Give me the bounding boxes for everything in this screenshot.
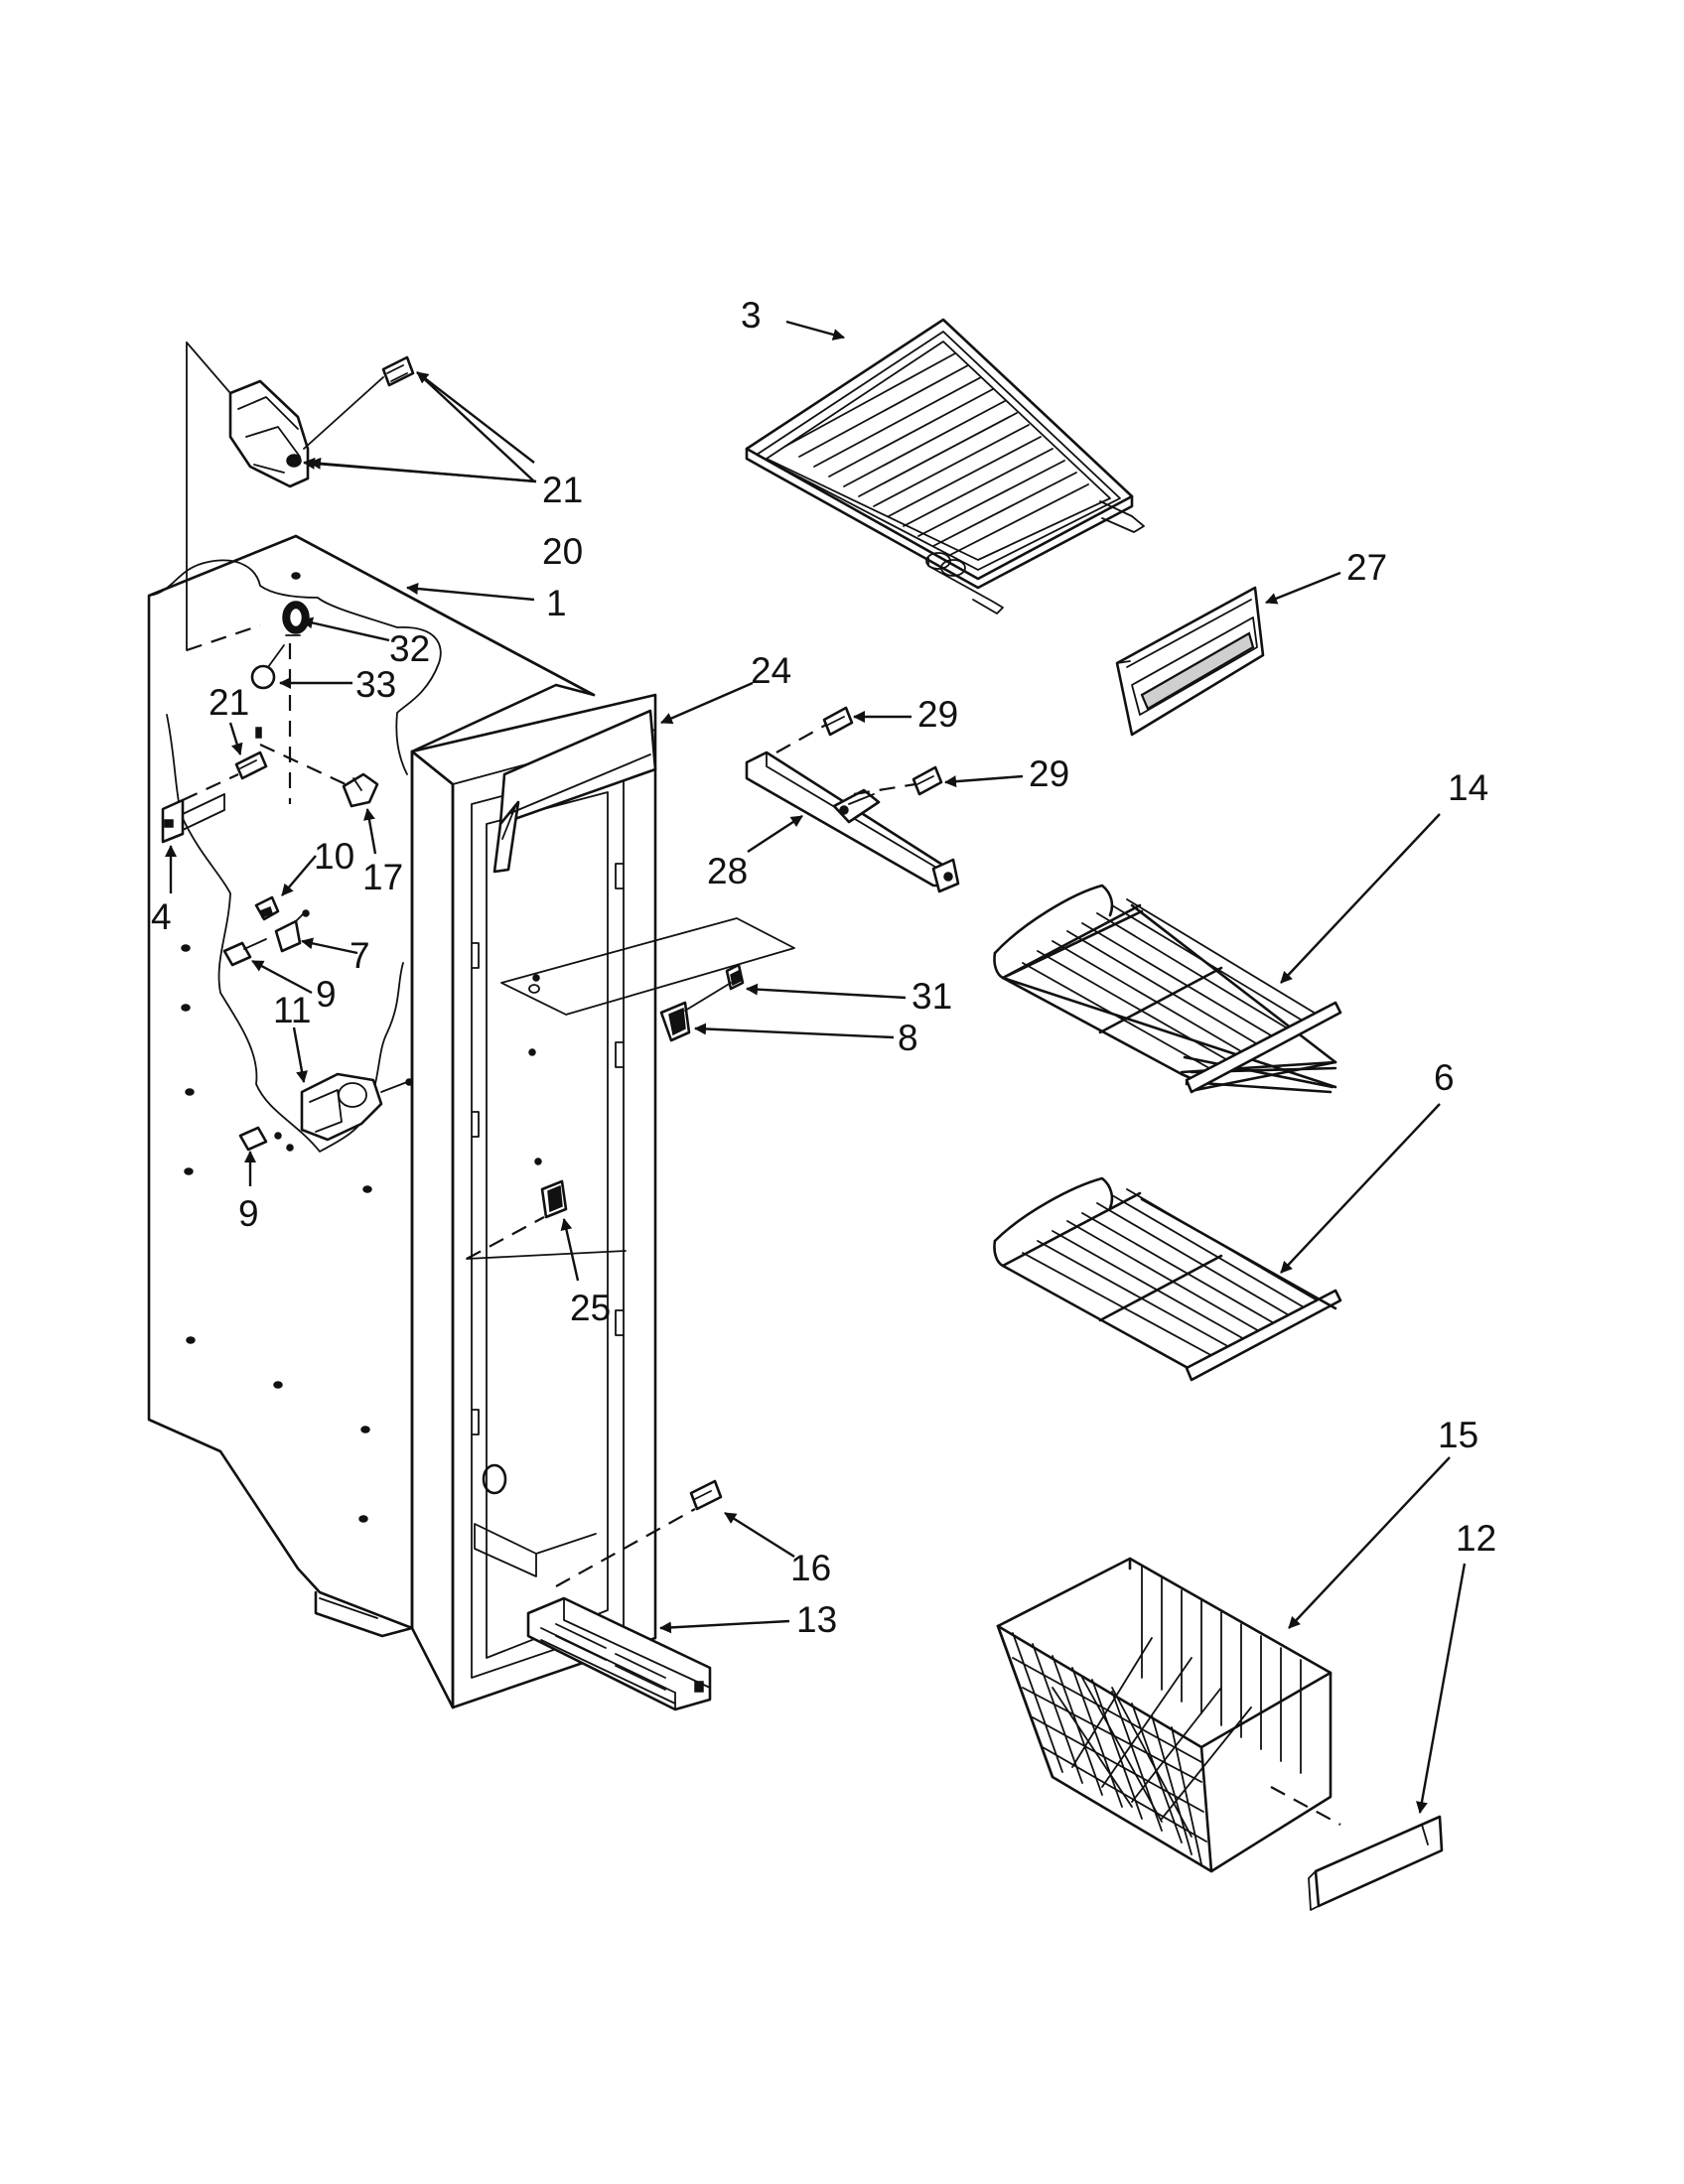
switch-25 <box>466 1179 627 1260</box>
callout-17: 17 <box>362 857 403 897</box>
basket-15-wires <box>1012 1566 1302 1872</box>
leader-arrows <box>165 320 1467 1814</box>
callout-32: 32 <box>389 628 430 669</box>
callout-10: 10 <box>314 836 354 877</box>
callout-14: 14 <box>1448 767 1488 808</box>
cover-24 <box>492 709 657 874</box>
trim-12 <box>1308 1815 1444 1911</box>
callout-25: 25 <box>570 1288 611 1328</box>
wire-shelf-6 <box>993 1176 1342 1382</box>
rail-28 <box>745 751 960 893</box>
callout-20: 20 <box>542 531 583 572</box>
callout-labels: 21 20 1 32 33 21 4 17 10 7 9 11 9 25 24 … <box>151 295 1496 1640</box>
callout-29-a: 29 <box>917 694 958 735</box>
callout-13: 13 <box>796 1599 837 1640</box>
shelf-3 <box>745 318 1145 614</box>
shelf-3-ribs <box>783 352 1089 557</box>
callout-27: 27 <box>1346 547 1387 588</box>
grille-13 <box>526 1596 712 1711</box>
screw-9-upper <box>222 938 267 967</box>
callout-7: 7 <box>350 935 370 976</box>
switch-31 <box>725 963 745 991</box>
light-bulb-33 <box>250 644 285 690</box>
callout-29-b: 29 <box>1029 753 1069 794</box>
clip-17 <box>342 772 379 808</box>
callout-11: 11 <box>273 990 311 1030</box>
bracket-7 <box>274 909 310 953</box>
screw-21-top <box>303 355 415 450</box>
callout-9-lower: 9 <box>238 1193 259 1234</box>
callout-3: 3 <box>741 295 762 336</box>
switch-8 <box>659 982 732 1042</box>
callout-16: 16 <box>790 1548 831 1588</box>
bin-27 <box>1115 586 1265 737</box>
callout-8: 8 <box>898 1018 918 1058</box>
screw-10 <box>254 895 280 921</box>
callout-15: 15 <box>1438 1415 1478 1455</box>
screw-16 <box>555 1479 723 1587</box>
control-11 <box>274 1072 413 1152</box>
callout-12: 12 <box>1456 1518 1496 1559</box>
callout-21-lower: 21 <box>209 682 249 723</box>
switch-panel <box>500 917 795 1016</box>
hinge-bracket <box>228 379 310 488</box>
callout-21-top: 21 <box>542 470 583 510</box>
callout-4: 4 <box>151 896 172 937</box>
callout-6: 6 <box>1434 1057 1455 1098</box>
callout-24: 24 <box>751 650 791 691</box>
callout-31: 31 <box>912 976 952 1017</box>
wire-shelf-14-rods <box>1022 898 1322 1073</box>
screw-29-a <box>775 706 854 753</box>
callout-9-upper: 9 <box>316 974 337 1015</box>
basket-15 <box>996 1557 1333 1873</box>
screw-9-lower <box>238 1126 268 1152</box>
callout-28: 28 <box>707 851 748 891</box>
screw-29-b <box>853 765 943 796</box>
liner-holes <box>181 572 372 1523</box>
bracket-4 <box>161 793 225 844</box>
screw-21-lower <box>234 751 268 780</box>
callout-33: 33 <box>355 664 396 705</box>
callout-1: 1 <box>546 583 567 623</box>
wire-shelf-14 <box>993 884 1342 1094</box>
